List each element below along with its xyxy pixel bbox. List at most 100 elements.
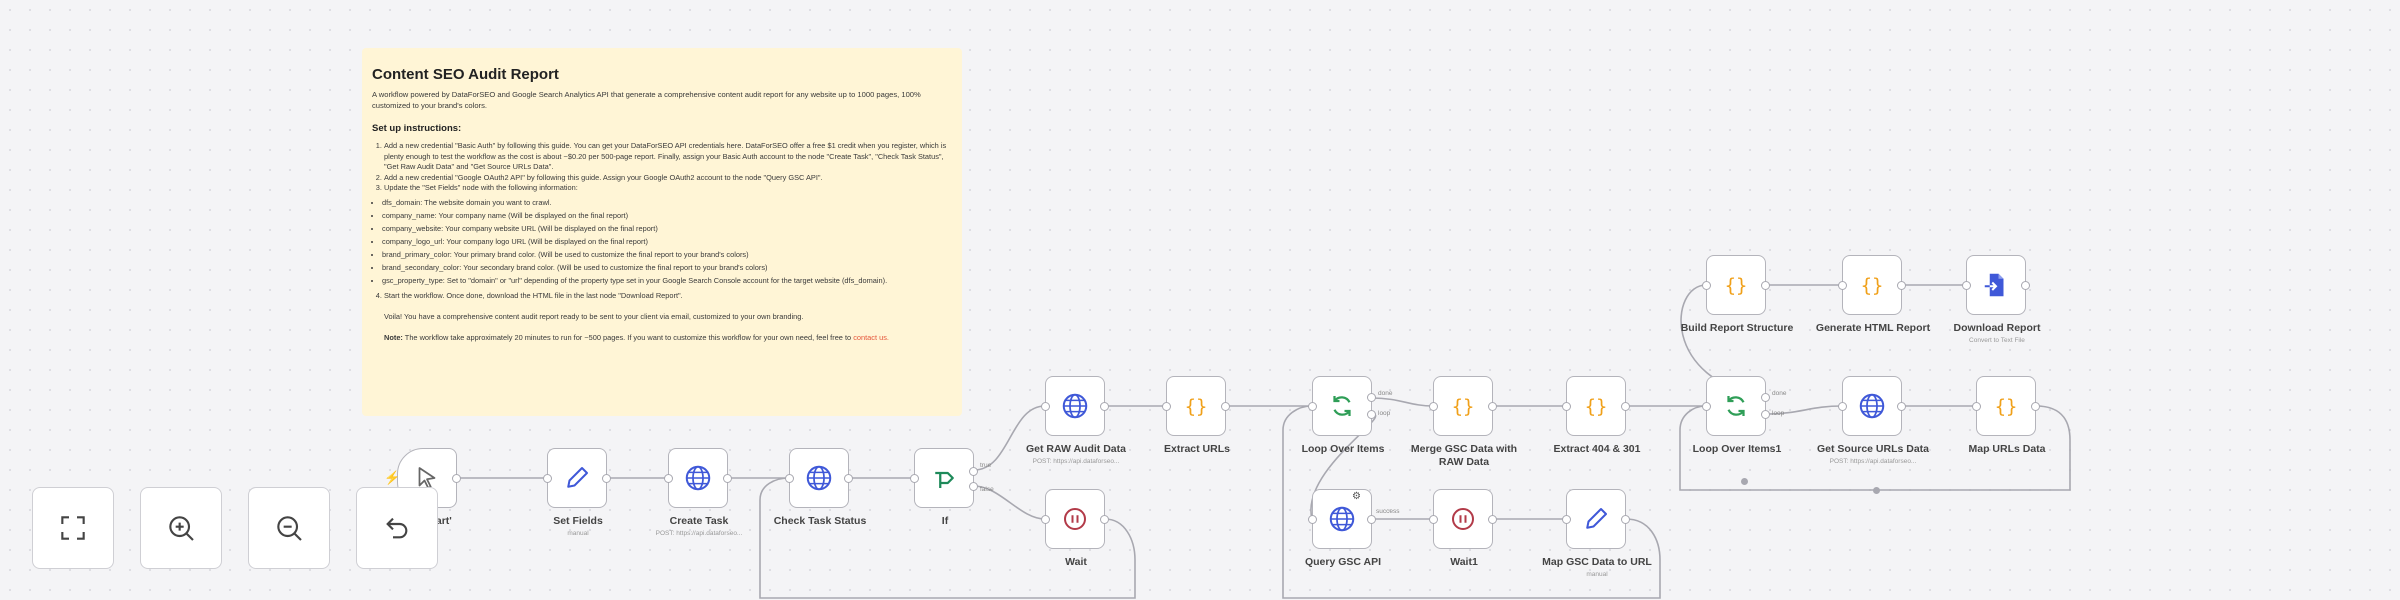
pause-icon (1452, 508, 1474, 530)
input-port[interactable] (785, 473, 794, 483)
input-port[interactable] (1562, 401, 1571, 411)
input-port[interactable] (664, 473, 673, 483)
output-port[interactable] (844, 473, 853, 483)
output-port-loop[interactable] (1367, 409, 1376, 419)
node-download-report[interactable]: Download Report Convert to Text File (1954, 255, 2040, 344)
output-port[interactable] (1761, 280, 1770, 290)
node-extract-urls[interactable]: {} Extract URLs (1162, 376, 1230, 455)
setup-step-2: Add a new credential "Google OAuth2 API"… (384, 173, 952, 184)
input-port[interactable] (1429, 514, 1438, 524)
output-port[interactable] (2031, 401, 2040, 411)
output-port[interactable] (1488, 401, 1497, 411)
zoom-in-button[interactable] (140, 487, 222, 569)
globe-icon (1062, 393, 1088, 419)
output-port[interactable] (1367, 514, 1376, 524)
svg-text:{}: {} (1452, 396, 1475, 417)
svg-text:{}: {} (1185, 396, 1208, 417)
input-port[interactable] (1838, 280, 1847, 290)
contact-link[interactable]: contact us. (853, 333, 889, 342)
branch-label-loop: loop (1378, 410, 1391, 417)
node-if[interactable]: If (910, 448, 978, 527)
output-port[interactable] (723, 473, 732, 483)
node-label: Generate HTML Report (1815, 322, 1931, 334)
connection-midpoint[interactable] (1873, 487, 1880, 494)
input-port[interactable] (1308, 514, 1317, 524)
code-braces-icon: {} (1585, 396, 1608, 417)
node-label: Build Report Structure (1680, 322, 1794, 334)
note-bold: Note: (384, 333, 403, 342)
connection-midpoint[interactable] (1741, 478, 1748, 485)
code-braces-icon: {} (1995, 396, 2018, 417)
node-subtitle: POST: https://api.dataforseo... (1032, 458, 1120, 465)
input-port[interactable] (1429, 401, 1438, 411)
zoom-out-button[interactable] (248, 487, 330, 569)
input-port[interactable] (1702, 280, 1711, 290)
field-item: dfs_domain: The website domain you want … (382, 196, 952, 209)
node-merge-gsc-data[interactable]: {} Merge GSC Data with RAW Data (1411, 376, 1517, 468)
output-port[interactable] (1221, 401, 1230, 411)
input-port[interactable] (1041, 401, 1050, 411)
input-port[interactable] (1962, 280, 1971, 290)
node-create-task[interactable]: Create Task POST: https://api.dataforseo… (656, 448, 742, 537)
input-port[interactable] (910, 473, 919, 483)
node-check-task-status[interactable]: Check Task Status (774, 448, 866, 527)
node-label: Loop Over Items1 (1692, 443, 1782, 455)
node-loop-over-items[interactable]: Loop Over Items (1302, 376, 1384, 455)
node-query-gsc-api[interactable]: Query GSC API (1305, 489, 1381, 568)
field-item: company_logo_url: Your company logo URL … (382, 235, 952, 248)
output-port[interactable] (1897, 280, 1906, 290)
sticky-note-duration: Note: The workflow take approximately 20… (384, 332, 952, 343)
node-wait1[interactable]: Wait1 (1429, 489, 1497, 568)
node-generate-html-report[interactable]: {} Generate HTML Report (1816, 255, 1930, 334)
svg-text:{}: {} (1725, 275, 1748, 296)
node-map-urls-data[interactable]: {} Map URLs Data (1968, 376, 2046, 455)
output-port[interactable] (1100, 514, 1109, 524)
fields-list: dfs_domain: The website domain you want … (372, 196, 952, 287)
output-port[interactable] (1621, 514, 1630, 524)
output-port[interactable] (452, 473, 461, 483)
input-port[interactable] (1702, 401, 1711, 411)
input-port[interactable] (1308, 401, 1317, 411)
node-map-gsc-data[interactable]: Map GSC Data to URL manual (1542, 489, 1652, 578)
output-port-true[interactable] (969, 466, 978, 476)
output-port[interactable] (1100, 401, 1109, 411)
setup-steps: Add a new credential "Basic Auth" by fol… (372, 141, 952, 301)
input-port[interactable] (1162, 401, 1171, 411)
output-port[interactable] (1897, 401, 1906, 411)
node-set-fields[interactable]: Set Fields manual (543, 448, 611, 537)
input-port[interactable] (1838, 401, 1847, 411)
output-port-done[interactable] (1761, 393, 1770, 403)
input-port[interactable] (1972, 401, 1981, 411)
code-braces-icon: {} (1452, 396, 1475, 417)
node-extract-404-301[interactable]: {} Extract 404 & 301 (1554, 376, 1640, 455)
field-item: company_name: Your company name (Will be… (382, 209, 952, 222)
node-subtitle: Convert to Text File (1969, 337, 2025, 344)
node-get-raw-audit-data[interactable]: Get RAW Audit Data POST: https://api.dat… (1026, 376, 1126, 465)
code-braces-icon: {} (1725, 275, 1748, 296)
node-label: Get RAW Audit Data (1026, 443, 1126, 455)
output-port[interactable] (602, 473, 611, 483)
node-loop-over-items1[interactable]: Loop Over Items1 (1693, 376, 1781, 455)
node-get-source-urls[interactable]: Get Source URLs Data POST: https://api.d… (1817, 376, 1929, 465)
sticky-note[interactable]: Content SEO Audit Report A workflow powe… (362, 48, 962, 416)
node-subtitle: POST: https://api.dataforseo... (1829, 458, 1917, 465)
node-wait[interactable]: Wait (1041, 489, 1109, 568)
fit-view-button[interactable] (32, 487, 114, 569)
output-port[interactable] (2021, 280, 2030, 290)
input-port[interactable] (543, 473, 552, 483)
node-label: Wait (1065, 556, 1087, 568)
output-port-false[interactable] (969, 481, 978, 491)
output-port-loop[interactable] (1761, 409, 1770, 419)
input-port[interactable] (1041, 514, 1050, 524)
undo-button[interactable] (356, 487, 438, 569)
node-build-report-structure[interactable]: {} Build Report Structure (1681, 255, 1793, 334)
zoom-out-icon (277, 516, 302, 541)
output-port[interactable] (1488, 514, 1497, 524)
code-braces-icon: {} (1861, 275, 1884, 296)
output-port-done[interactable] (1367, 393, 1376, 403)
node-label: Map GSC Data to URL (1542, 556, 1652, 568)
output-port[interactable] (1621, 401, 1630, 411)
pause-icon (1064, 508, 1086, 530)
input-port[interactable] (1562, 514, 1571, 524)
